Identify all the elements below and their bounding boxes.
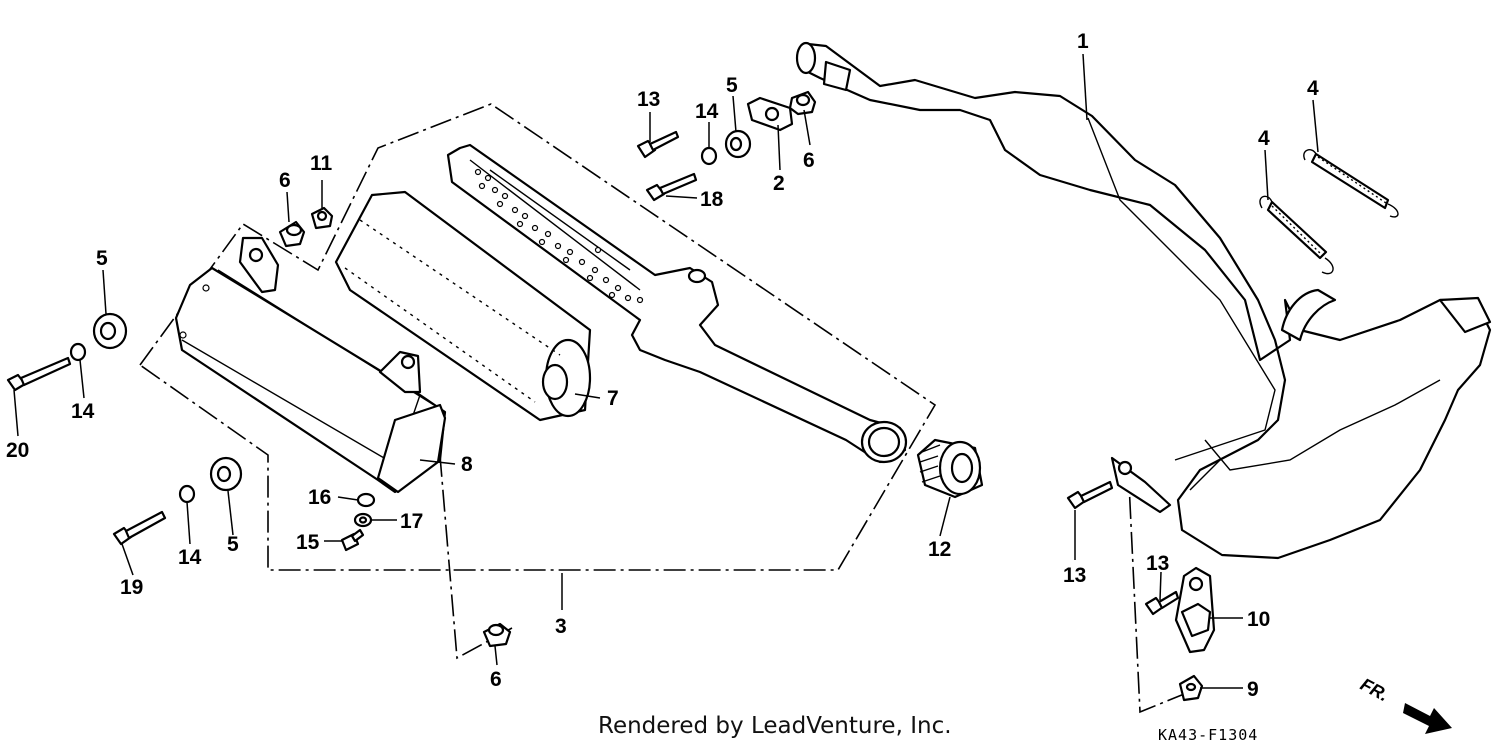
- collar-bottom: [482, 622, 512, 648]
- callout-1: 1: [1077, 30, 1089, 53]
- callout-5-top: 5: [726, 74, 738, 97]
- muffler-body: [174, 236, 447, 494]
- collar-top: [788, 90, 817, 116]
- figure-code: KA43-F1304: [1158, 726, 1258, 744]
- callout-14-bottom: 14: [178, 546, 202, 569]
- packing-sleeve: [334, 190, 592, 422]
- spring-lower: [1259, 195, 1334, 275]
- perforated-inner-tube: [446, 143, 908, 464]
- callout-15: 15: [296, 531, 320, 554]
- direction-label: FR.: [1357, 674, 1392, 705]
- callout-18: 18: [700, 188, 724, 211]
- rubber-mount-left: [92, 312, 128, 350]
- leader-lines: [13, 53, 1319, 689]
- callout-19: 19: [120, 576, 143, 599]
- callout-16: 16: [308, 486, 331, 509]
- callout-3: 3: [555, 615, 567, 638]
- callout-9: 9: [1247, 678, 1259, 701]
- perforation-holes: [474, 168, 644, 304]
- callout-5-bottom: 5: [227, 533, 239, 556]
- callout-5-left: 5: [96, 247, 108, 270]
- callout-6-left: 6: [279, 169, 291, 192]
- callout-11: 11: [310, 152, 333, 175]
- callout-4-upper: 4: [1307, 77, 1319, 100]
- callout-labels: 1 2 3 4 4 5 5 5 6 6 6 7 8 9 10 11 12 13 …: [6, 30, 1319, 701]
- bolt-18: [645, 172, 698, 202]
- callout-13-lower: 13: [1146, 552, 1169, 575]
- bracket-plate: [1174, 566, 1216, 654]
- callout-17: 17: [400, 510, 423, 533]
- washer-bottom: [178, 484, 196, 504]
- callout-7: 7: [607, 387, 619, 410]
- bolt-13-right: [1066, 480, 1114, 510]
- callout-6-bottom: 6: [490, 668, 502, 691]
- callout-4-lower: 4: [1258, 127, 1270, 150]
- nut: [310, 206, 334, 230]
- bolt-19: [112, 510, 167, 546]
- direction-arrow-icon: [1403, 703, 1452, 734]
- clip: [1178, 674, 1204, 702]
- washer-top: [700, 146, 718, 166]
- rubber-mount-bottom: [209, 456, 243, 492]
- callout-8: 8: [461, 453, 473, 476]
- callout-10: 10: [1247, 608, 1270, 631]
- callout-20: 20: [6, 439, 29, 462]
- rubber-mount-top: [724, 129, 752, 159]
- collar-left: [278, 220, 306, 248]
- bolt-20: [6, 356, 72, 392]
- bolt-13-lower: [1144, 590, 1180, 616]
- washer-17: [353, 512, 373, 528]
- washer-16: [356, 492, 376, 508]
- credit-text: Rendered by LeadVenture, Inc.: [598, 713, 952, 739]
- grommet: [916, 438, 984, 499]
- callout-13-top: 13: [637, 88, 660, 111]
- callout-14-left: 14: [71, 400, 95, 423]
- spring-upper: [1303, 149, 1399, 218]
- gasket-plate: [746, 96, 794, 132]
- callout-13-right: 13: [1063, 564, 1086, 587]
- callout-2: 2: [773, 172, 785, 195]
- front-direction-indicator: FR.: [1357, 674, 1452, 734]
- screw-15: [340, 528, 365, 552]
- callout-6-top: 6: [803, 149, 815, 172]
- bolt-13-top: [636, 130, 680, 159]
- callout-14-top: 14: [695, 100, 719, 123]
- callout-12: 12: [928, 538, 951, 561]
- expansion-chamber: [795, 41, 1492, 560]
- washer-left: [69, 342, 87, 362]
